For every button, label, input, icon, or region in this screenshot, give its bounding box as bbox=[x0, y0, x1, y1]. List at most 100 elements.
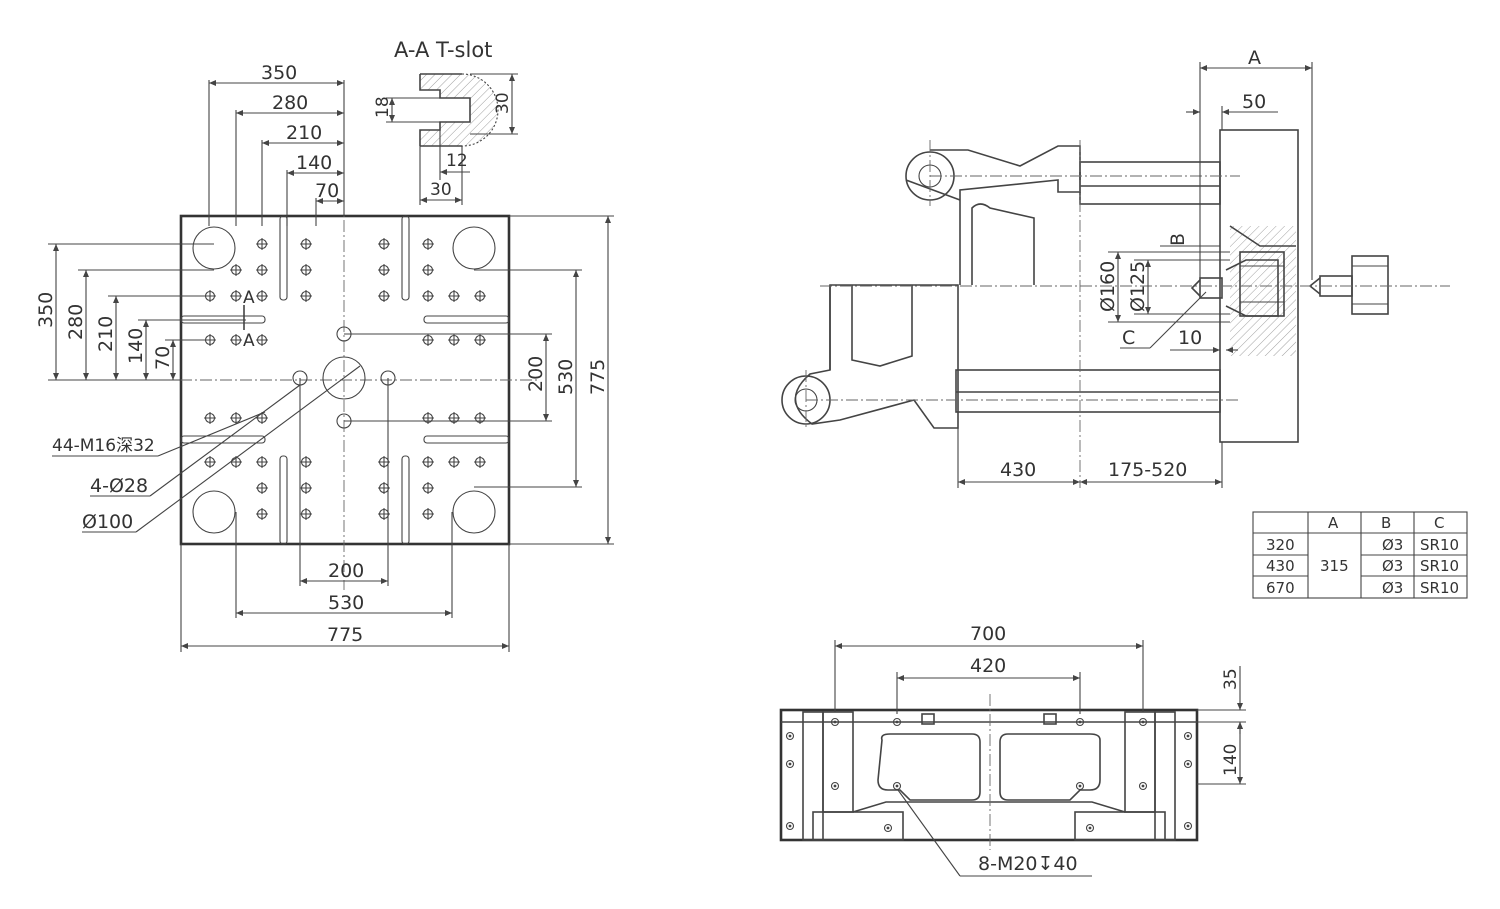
base-bolt-hole-center bbox=[895, 720, 899, 724]
callout-tapped-holes: 44-M16深32 bbox=[52, 436, 155, 456]
spec-table: A B C 320 430 670 315 Ø3 Ø3 Ø3 SR10 SR10… bbox=[1252, 511, 1468, 599]
tapped-hole-cross bbox=[256, 334, 268, 346]
base-bolt-hole-center bbox=[833, 784, 837, 788]
base-bolt-hole bbox=[1138, 717, 1148, 727]
base-bolt-hole bbox=[1138, 781, 1148, 791]
table-a-value: 315 bbox=[1320, 557, 1349, 575]
base-bolt-hole-center bbox=[1186, 762, 1190, 766]
tapped-hole-cross bbox=[300, 456, 312, 468]
top-dim-70: 70 bbox=[315, 180, 339, 202]
table-c-670: SR10 bbox=[1420, 579, 1459, 597]
tapped-hole-cross bbox=[256, 482, 268, 494]
right-dim-200: 200 bbox=[525, 356, 547, 392]
table-model-670: 670 bbox=[1266, 579, 1295, 597]
base-dim-35: 35 bbox=[1221, 668, 1241, 690]
left-dim-140: 140 bbox=[125, 328, 147, 364]
top-dim-280: 280 bbox=[272, 92, 308, 114]
base-bolt-hole bbox=[1075, 717, 1085, 727]
tapped-hole-cross bbox=[300, 508, 312, 520]
base-bolt-hole-center bbox=[1078, 720, 1082, 724]
section-dim-12: 12 bbox=[446, 151, 468, 171]
base-bolt-hole-center bbox=[1186, 734, 1190, 738]
base-bolt-hole-center bbox=[1141, 720, 1145, 724]
left-dimensions: 350 280 210 140 70 bbox=[35, 243, 246, 381]
base-dim-700: 700 bbox=[970, 623, 1006, 645]
tapped-hole-cross bbox=[256, 238, 268, 250]
base-bolt-hole bbox=[830, 781, 840, 791]
right-dim-530: 530 bbox=[555, 359, 577, 395]
base-callout: 8-M20↧40 bbox=[978, 853, 1078, 875]
table-b-430: Ø3 bbox=[1382, 557, 1403, 575]
bottom-dimensions: 200 530 775 bbox=[180, 378, 510, 652]
tapped-hole-cross bbox=[422, 334, 434, 346]
table-b-320: Ø3 bbox=[1382, 536, 1403, 554]
tapped-hole-cross bbox=[300, 290, 312, 302]
base-bolt-hole-center bbox=[1078, 784, 1082, 788]
tapped-hole-cross bbox=[300, 482, 312, 494]
t-slots bbox=[180, 215, 510, 545]
tapped-hole-cross bbox=[378, 264, 390, 276]
tapped-hole-cross bbox=[448, 290, 460, 302]
tapped-hole-cross bbox=[448, 412, 460, 424]
section-dim-18: 18 bbox=[373, 96, 393, 118]
left-dim-350: 350 bbox=[35, 292, 57, 328]
base-bolt-hole bbox=[892, 717, 902, 727]
tapped-hole-cross bbox=[256, 264, 268, 276]
tapped-hole-cross bbox=[256, 412, 268, 424]
left-dim-70: 70 bbox=[152, 346, 174, 370]
top-dim-350: 350 bbox=[261, 62, 297, 84]
tapped-hole-cross bbox=[300, 264, 312, 276]
tiebar-holes bbox=[192, 226, 496, 534]
tapped-hole-cross bbox=[378, 238, 390, 250]
side-view: A 50 B Ø160 Ø125 C 10 430 175-520 bbox=[781, 47, 1450, 488]
table-header-b: B bbox=[1381, 514, 1391, 532]
section-dim-30-horizontal: 30 bbox=[430, 180, 452, 200]
side-label-a: A bbox=[1248, 47, 1261, 69]
tapped-hole-cross bbox=[204, 412, 216, 424]
callout-center-hole: Ø100 bbox=[82, 511, 133, 533]
side-dim-50: 50 bbox=[1242, 91, 1266, 113]
base-bolt-holes bbox=[785, 717, 1193, 833]
tapped-hole-cross bbox=[422, 456, 434, 468]
tapped-hole-cross bbox=[448, 456, 460, 468]
tapped-hole-cross bbox=[230, 412, 242, 424]
side-dim-dia-125: Ø125 bbox=[1127, 261, 1149, 312]
base-bolt-hole bbox=[1183, 821, 1193, 831]
table-header-c: C bbox=[1434, 514, 1444, 532]
tapped-hole-cross bbox=[230, 290, 242, 302]
tapped-hole-cross bbox=[300, 238, 312, 250]
base-bolt-hole-center bbox=[788, 734, 792, 738]
table-c-320: SR10 bbox=[1420, 536, 1459, 554]
base-bolt-hole-center bbox=[895, 784, 899, 788]
base-bolt-hole bbox=[785, 821, 795, 831]
tapped-hole-cross bbox=[230, 334, 242, 346]
tapped-hole-cross bbox=[422, 264, 434, 276]
base-bolt-hole bbox=[1085, 823, 1095, 833]
tapped-hole-cross bbox=[422, 508, 434, 520]
section-title: A-A T-slot bbox=[394, 38, 492, 62]
top-dim-140: 140 bbox=[296, 152, 332, 174]
side-label-c: C bbox=[1122, 327, 1135, 349]
tapped-hole-cross bbox=[422, 238, 434, 250]
table-c-430: SR10 bbox=[1420, 557, 1459, 575]
bottom-dim-775: 775 bbox=[327, 624, 363, 646]
side-dim-10: 10 bbox=[1178, 327, 1202, 349]
top-dim-210: 210 bbox=[286, 122, 322, 144]
base-bolt-hole-center bbox=[1186, 824, 1190, 828]
base-view: 700 420 35 140 8-M20↧40 bbox=[779, 623, 1246, 877]
right-dim-775: 775 bbox=[587, 359, 609, 395]
tapped-hole-cross bbox=[474, 290, 486, 302]
side-dim-430: 430 bbox=[1000, 459, 1036, 481]
table-model-430: 430 bbox=[1266, 557, 1295, 575]
base-bolt-hole bbox=[785, 731, 795, 741]
table-b-670: Ø3 bbox=[1382, 579, 1403, 597]
tapped-hole-cross bbox=[474, 456, 486, 468]
callout-tiebar-holes: 4-Ø28 bbox=[90, 475, 148, 497]
bottom-dim-200: 200 bbox=[328, 560, 364, 582]
base-bolt-hole-center bbox=[1088, 826, 1092, 830]
tapped-hole-cross bbox=[230, 264, 242, 276]
base-bolt-hole-center bbox=[833, 720, 837, 724]
base-bolt-hole bbox=[830, 717, 840, 727]
base-bolt-hole-center bbox=[886, 826, 890, 830]
